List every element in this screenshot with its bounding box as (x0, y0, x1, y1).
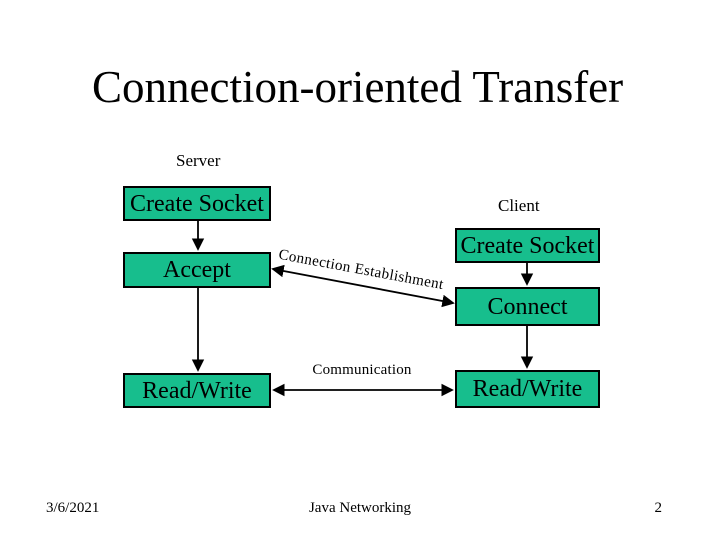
client-create-socket-box: Create Socket (455, 228, 600, 263)
footer-date: 3/6/2021 (46, 500, 100, 516)
client-connect-box: Connect (455, 287, 600, 326)
client-column-label: Client (498, 196, 540, 215)
server-accept-box: Accept (123, 252, 271, 288)
footer-presentation-title: Java Networking (308, 500, 412, 516)
connection-establishment-label: Connection Establishment (277, 246, 445, 294)
footer-page-number: 2 (654, 500, 663, 516)
client-read-write-label: Read/Write (472, 376, 583, 402)
server-read-write-box: Read/Write (123, 373, 271, 408)
server-create-socket-label: Create Socket (130, 190, 264, 217)
client-connect-label: Connect (487, 293, 568, 320)
communication-label: Communication (312, 362, 412, 378)
client-read-write-box: Read/Write (455, 370, 600, 408)
slide-title: Connection-oriented Transfer (92, 62, 624, 112)
server-column-label: Server (176, 151, 221, 170)
client-create-socket-label: Create Socket (460, 232, 595, 259)
server-read-write-label: Read/Write (142, 377, 252, 404)
server-create-socket-box: Create Socket (123, 186, 271, 221)
server-accept-label: Accept (163, 257, 231, 283)
